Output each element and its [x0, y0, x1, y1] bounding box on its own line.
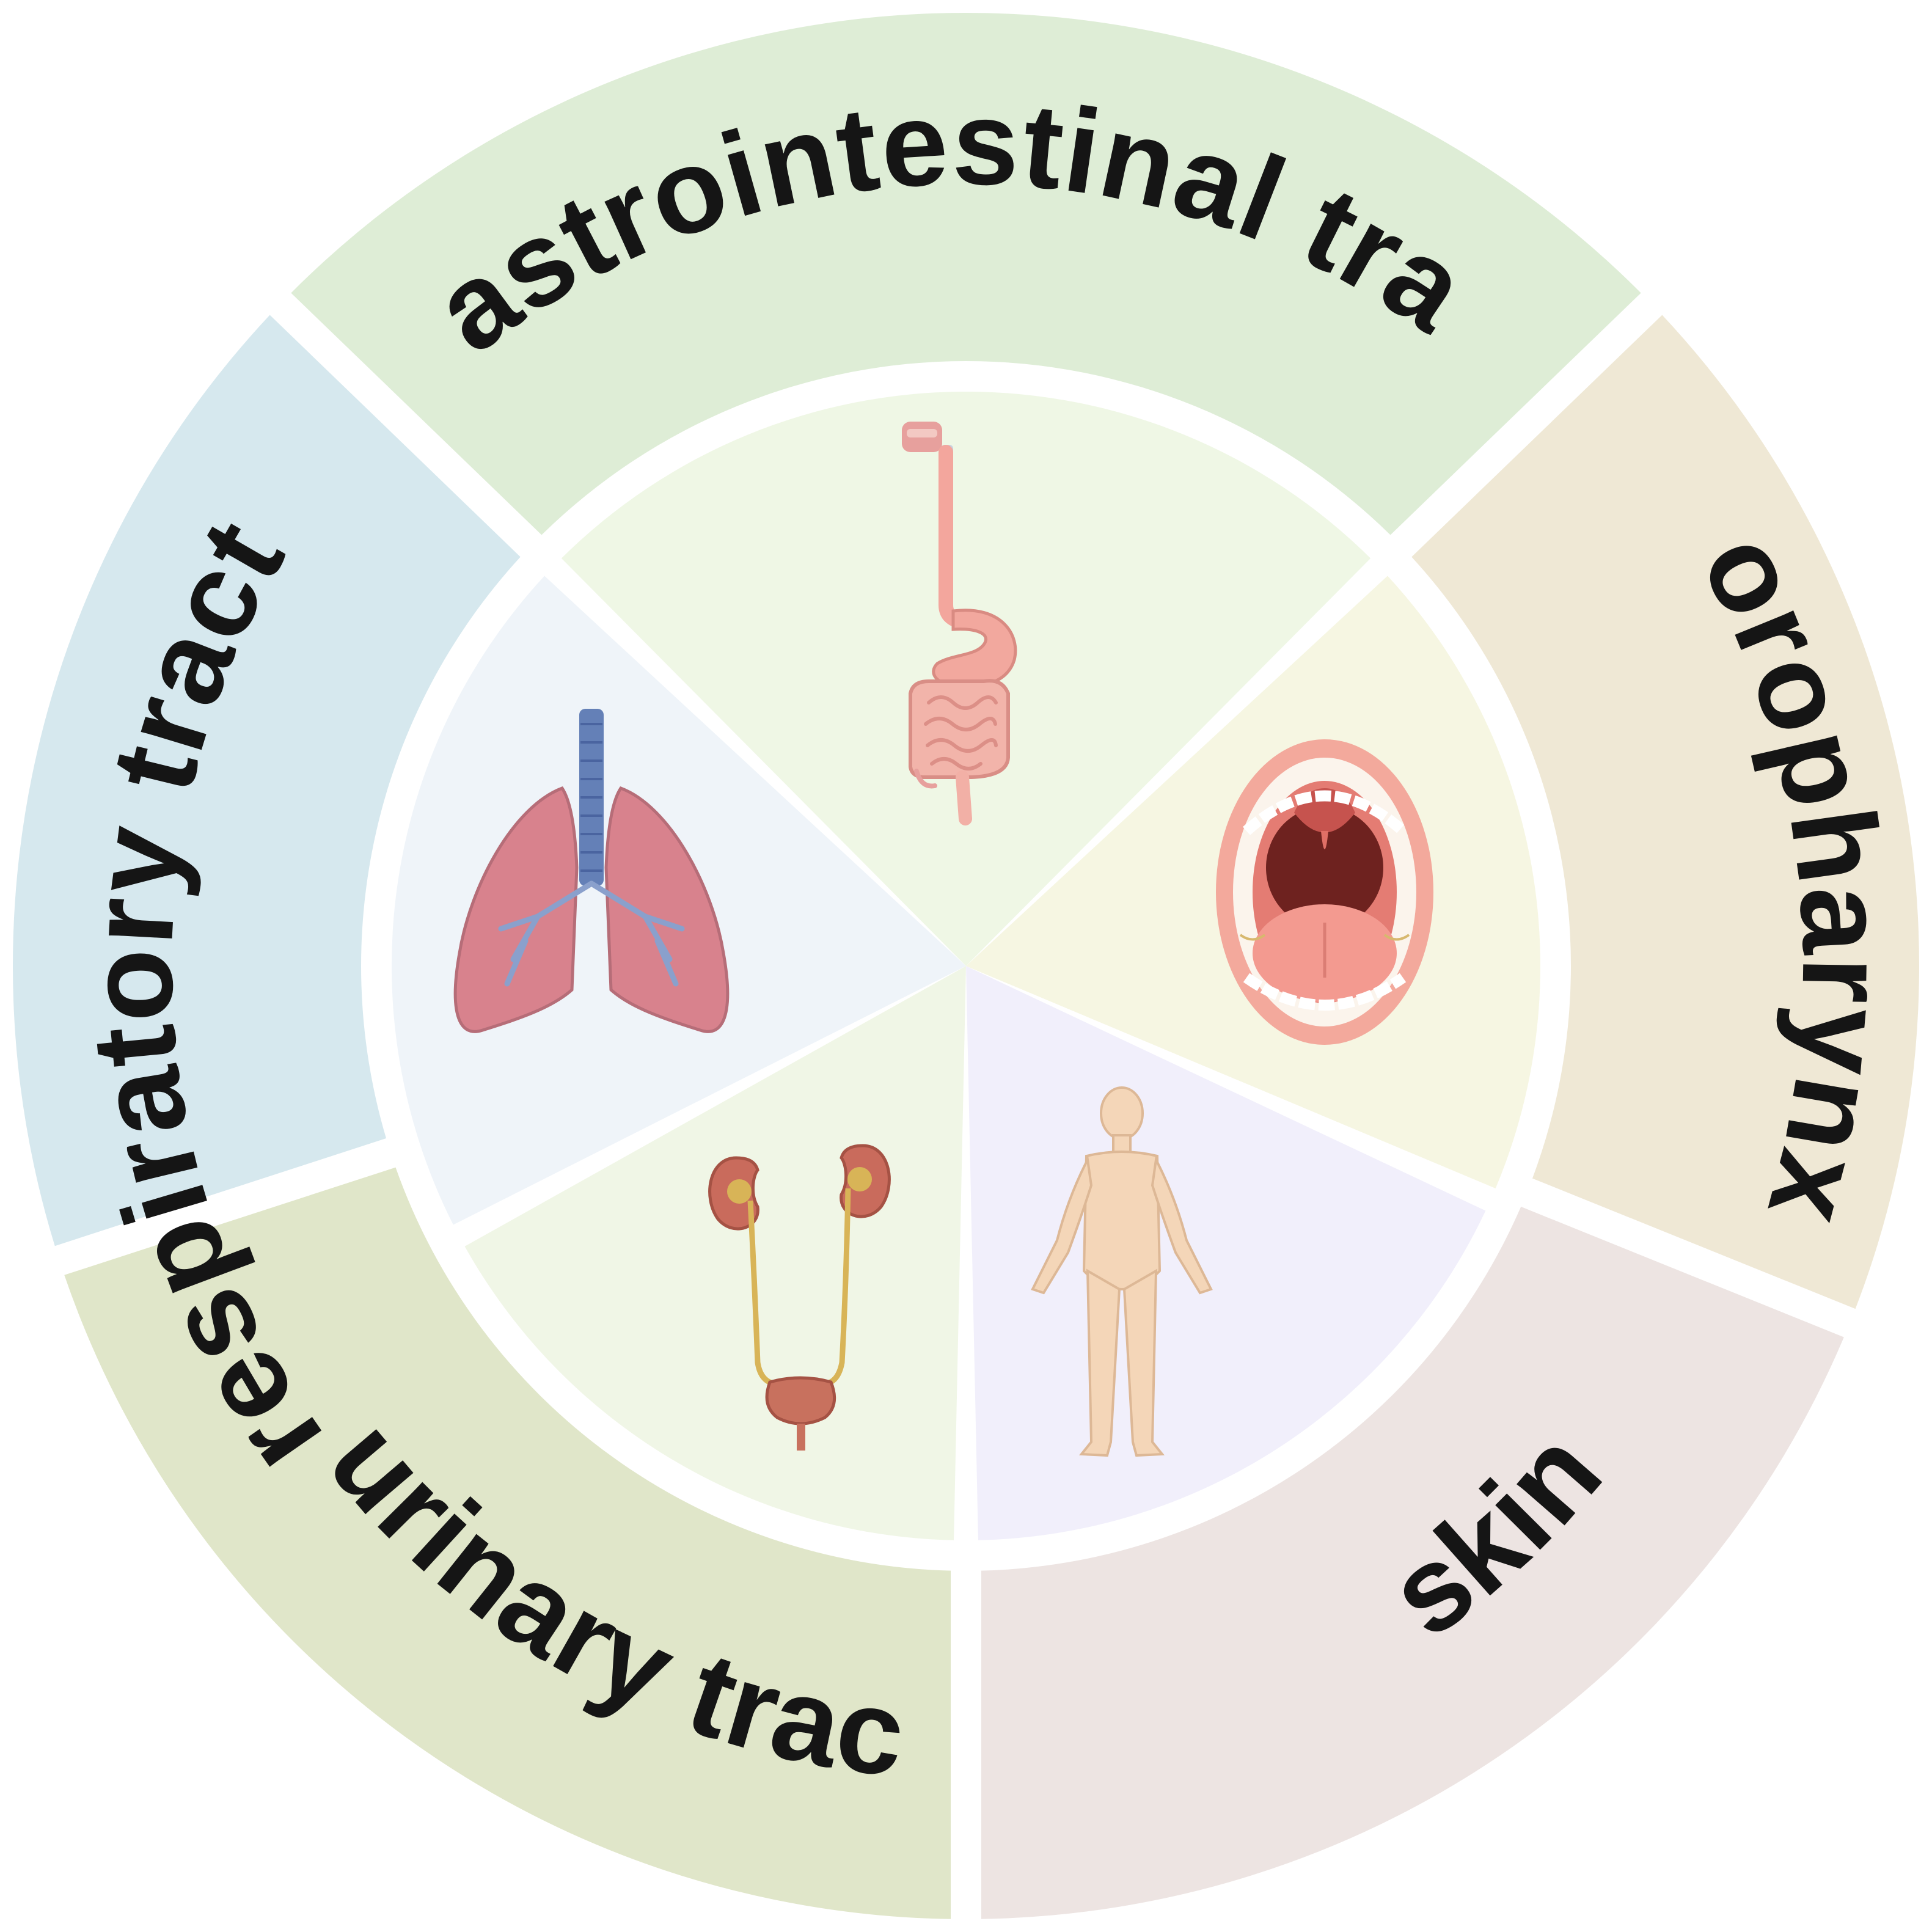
outer-segment-oropharynx	[1411, 315, 1919, 1309]
outer-segment-skin	[981, 1206, 1844, 1919]
digestive-system-icon	[902, 422, 1017, 825]
outer-segment-urinary	[64, 1167, 951, 1919]
lungs-icon	[453, 709, 730, 1033]
open-mouth-icon	[1216, 739, 1433, 1045]
human-body-icon	[1031, 1086, 1213, 1457]
kidneys-bladder-icon	[708, 1144, 891, 1451]
outer-segment-respiratory	[12, 315, 521, 1246]
inner-segment-urinary	[464, 966, 966, 1540]
outer-segment-gastrointestinal	[291, 13, 1641, 535]
